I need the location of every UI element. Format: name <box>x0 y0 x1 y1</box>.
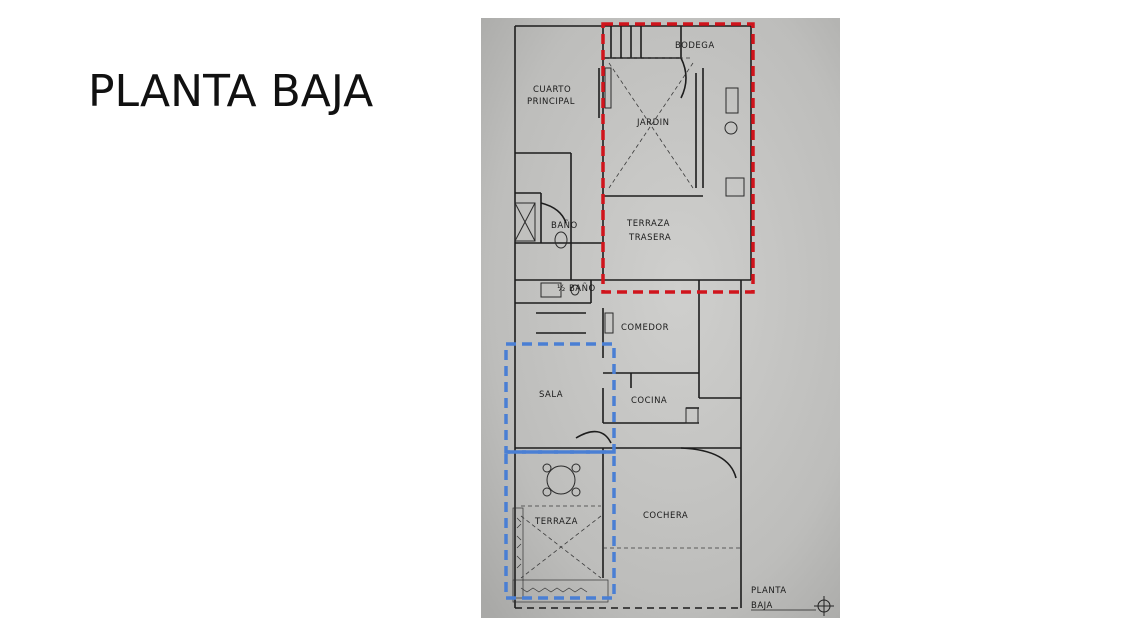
label-jardin: JARDIN <box>636 118 670 128</box>
label-cochera: COCHERA <box>643 511 688 521</box>
label-bodega: BODEGA <box>675 41 715 51</box>
label-principal: PRINCIPAL <box>527 97 575 107</box>
caption-planta: PLANTA <box>751 586 787 596</box>
label-terraza-trasera-1: TERRAZA <box>626 219 670 229</box>
slide-title: PLANTA BAJA <box>88 66 374 117</box>
walls <box>514 25 752 609</box>
blue-highlight-box-sala <box>504 342 616 454</box>
label-cuarto: CUARTO <box>533 85 571 95</box>
label-terraza-trasera-2: TRASERA <box>628 233 671 243</box>
fixtures <box>514 67 745 497</box>
gravel-pattern <box>512 507 609 603</box>
label-cocina: COCINA <box>631 396 667 406</box>
blue-highlight-box-terraza <box>504 450 616 600</box>
paper-background <box>481 18 840 618</box>
floor-plan-photo: BODEGA CUARTO PRINCIPAL JARDIN BAÑO TERR… <box>481 18 840 618</box>
north-arrow-icon <box>814 596 834 616</box>
label-terraza: TERRAZA <box>534 517 578 527</box>
label-sala: SALA <box>539 390 563 400</box>
diagonal-marks <box>520 57 741 579</box>
label-medio-bano: ½ BAÑO <box>557 283 596 294</box>
label-bano: BAÑO <box>551 220 578 231</box>
caption-baja: BAJA <box>751 601 773 611</box>
label-comedor: COMEDOR <box>621 323 669 333</box>
